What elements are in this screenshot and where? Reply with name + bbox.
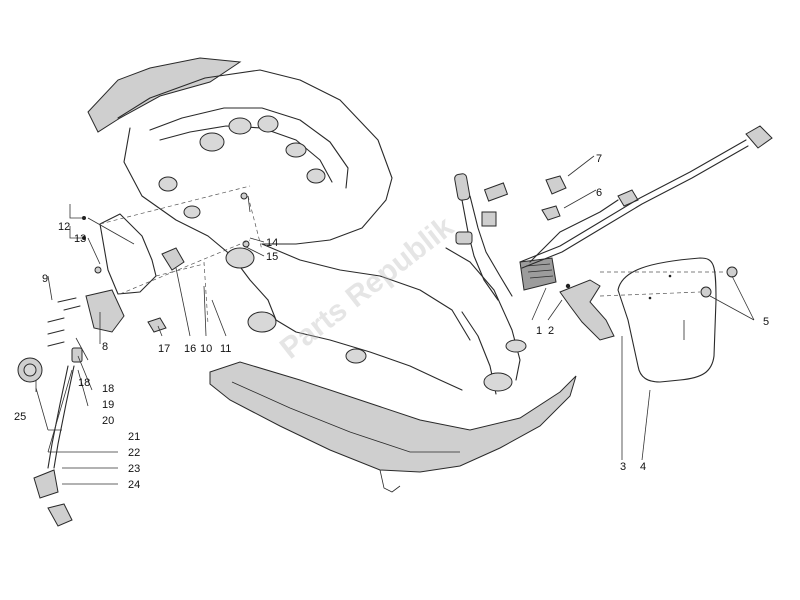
callout-12: 12: [58, 221, 70, 233]
callout-3: 3: [620, 461, 626, 473]
regulator-assembly: [519, 257, 615, 341]
callout-18b: 18: [102, 383, 114, 395]
callout-24: 24: [128, 479, 140, 491]
callout-15: 15: [266, 251, 278, 263]
callout-5: 5: [763, 316, 769, 328]
callout-14: 14: [266, 237, 278, 249]
callout-4: 4: [640, 461, 646, 473]
callout-11: 11: [220, 343, 231, 355]
left-brackets: [85, 192, 250, 333]
bolt-5a: [726, 266, 738, 278]
watermark-text: Parts Republik: [274, 210, 460, 366]
connector-parts: [541, 125, 773, 221]
callout-19: 19: [102, 399, 114, 411]
callout-1: 1: [536, 325, 542, 337]
callout-7: 7: [596, 153, 602, 165]
callout-6: 6: [596, 187, 602, 199]
lock-cable: [17, 347, 83, 527]
callout-8: 8: [102, 341, 108, 353]
bolt-5b: [700, 286, 712, 298]
callout-10: 10: [200, 343, 212, 355]
leader-lines: [35, 155, 755, 485]
license-plate: [617, 257, 717, 383]
callout-18a: 18: [78, 377, 90, 389]
callout-21: 21: [128, 431, 140, 443]
body-frame: [87, 57, 577, 493]
callout-23: 23: [128, 463, 140, 475]
callout-9: 9: [42, 273, 48, 285]
callout-22: 22: [128, 447, 140, 459]
callout-25: 25: [14, 411, 26, 423]
callout-16: 16: [184, 343, 196, 355]
callout-20: 20: [102, 415, 114, 427]
callout-13: 13: [74, 233, 86, 245]
cable-harness: [519, 139, 749, 269]
callout-labels: 1 2 3 4 5 6 7 8 9 10 11 12 13 14 15 16 1…: [14, 153, 769, 491]
left-screws: [47, 185, 263, 347]
callout-2: 2: [548, 325, 554, 337]
callout-17: 17: [158, 343, 170, 355]
